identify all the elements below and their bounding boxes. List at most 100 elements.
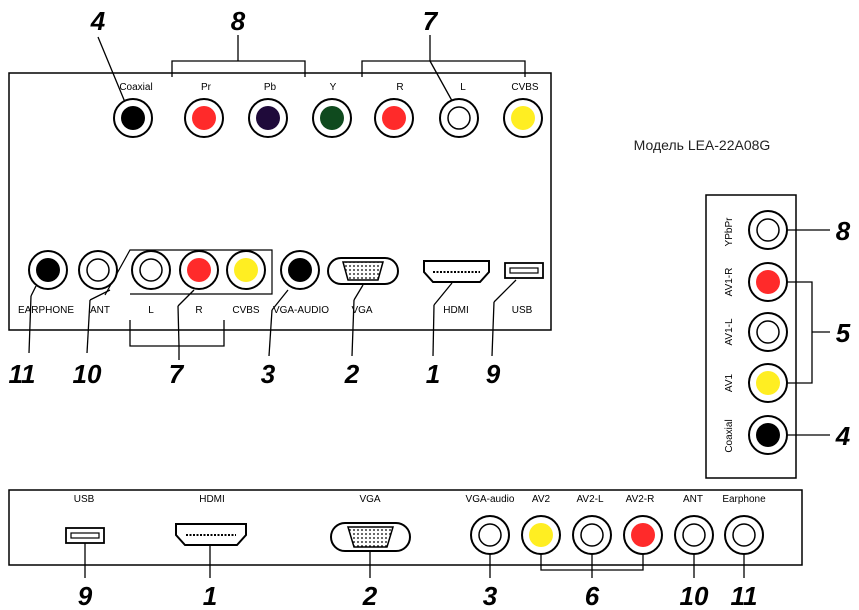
leader-7-bottom-c [177,289,195,307]
y-jack [312,98,352,138]
leader-9 [491,301,495,357]
callout-2-b: 2 [362,581,378,610]
callout-10-b: 10 [680,581,709,610]
ypbpr-jack [748,210,788,250]
leader-1 [432,304,435,357]
hdmi-port-b [175,523,247,546]
l-jack-bottom [131,250,171,290]
callout-4: 4 [90,6,106,36]
callout-11-b: 11 [731,581,758,610]
leader-2 [351,299,355,357]
callout-6: 6 [585,581,600,610]
leader-11-b [30,285,37,297]
vga-audio-jack-b [470,515,510,555]
callout-8-side: 8 [836,216,851,246]
label-vga-audio-b: VGA-audio [466,494,515,505]
bracket-rca-top [361,60,526,77]
pr-jack [184,98,224,138]
label-av2: AV2 [532,494,551,505]
hdmi-port [423,260,490,283]
callout-1-b: 1 [203,581,217,610]
leader-11 [28,295,32,354]
label-pr: Pr [201,82,212,93]
earphone-jack-b [724,515,764,555]
leader-4 [97,36,128,108]
callout-2: 2 [344,359,360,389]
leader-3-b [271,289,289,311]
label-usb-b: USB [74,494,95,505]
av1-jack [748,363,788,403]
label-av1-r: AV1-R [724,268,735,297]
l-jack-top [439,98,479,138]
label-av2-l: AV2-L [576,494,603,505]
label-hdmi-b: HDMI [199,494,225,505]
label-av2-r: AV2-R [626,494,655,505]
av-group-frame [104,249,273,296]
leader-10-b [89,289,111,301]
vga-port [327,257,399,285]
label-vga-audio: VGA-AUDIO [273,305,329,316]
av2-l-jack [572,515,612,555]
label-vga-b: VGA [359,494,380,505]
callout-1: 1 [426,359,440,389]
ant-jack [78,250,118,290]
side-panel: YPbPr AV1-R AV1-L AV1 Coaxial 8 5 [705,194,851,479]
leader-2-b [353,284,364,301]
vga-port-b [330,522,411,552]
label-coaxial-side: Coaxial [724,419,735,452]
leader-10 [86,299,91,354]
bottom-panel: USB HDMI VGA VGA-audio AV2 AV2-L AV2-R A… [8,489,803,610]
callout-9-b: 9 [78,581,93,610]
r-jack-bottom [179,250,219,290]
leader-3 [268,309,273,357]
top-panel: 4 8 7 Coaxial Pr Pb Y R L CVBS [8,6,552,389]
callout-7: 7 [423,6,439,36]
label-usb: USB [512,305,533,316]
label-av1: AV1 [724,373,735,392]
callout-3: 3 [261,359,276,389]
label-l: L [460,82,466,93]
callout-11: 11 [9,359,36,389]
av2-r-jack [623,515,663,555]
label-r-bottom: R [195,305,202,316]
usb-port-b [65,527,105,544]
model-label: Модель LEA-22A08G [634,137,771,153]
callout-10: 10 [73,359,102,389]
callout-7-bottom: 7 [169,359,185,389]
usb-port [504,262,544,279]
label-r: R [396,82,403,93]
coaxial-jack-side [748,415,788,455]
av1-l-jack [748,312,788,352]
bracket-rca-bottom [129,320,225,347]
label-cvbs-bottom: CVBS [232,305,260,316]
ant-jack-b [674,515,714,555]
callout-8: 8 [231,6,246,36]
pb-jack [248,98,288,138]
label-earphone-b: Earphone [722,494,766,505]
callout-5-side: 5 [836,318,851,348]
leader-9-b [493,279,517,303]
label-y: Y [330,82,337,93]
label-pb: Pb [264,82,277,93]
label-ypbpr: YPbPr [724,217,735,247]
label-l-bottom: L [148,305,154,316]
callout-9: 9 [486,359,501,389]
leader-1-b [433,282,453,306]
av2-jack [521,515,561,555]
label-vga: VGA [351,305,372,316]
cvbs-jack-bottom [226,250,266,290]
earphone-jack [28,250,68,290]
label-coaxial: Coaxial [119,82,152,93]
label-cvbs: CVBS [511,82,539,93]
leader-7-bottom-b [177,305,180,347]
av1-r-jack [748,262,788,302]
callout-3-b: 3 [483,581,498,610]
label-earphone: EARPHONE [18,305,74,316]
label-hdmi: HDMI [443,305,469,316]
vga-audio-jack [280,250,320,290]
callout-4-side: 4 [835,421,851,451]
coaxial-jack [113,98,153,138]
cvbs-jack-top [503,98,543,138]
label-ant: ANT [90,305,110,316]
